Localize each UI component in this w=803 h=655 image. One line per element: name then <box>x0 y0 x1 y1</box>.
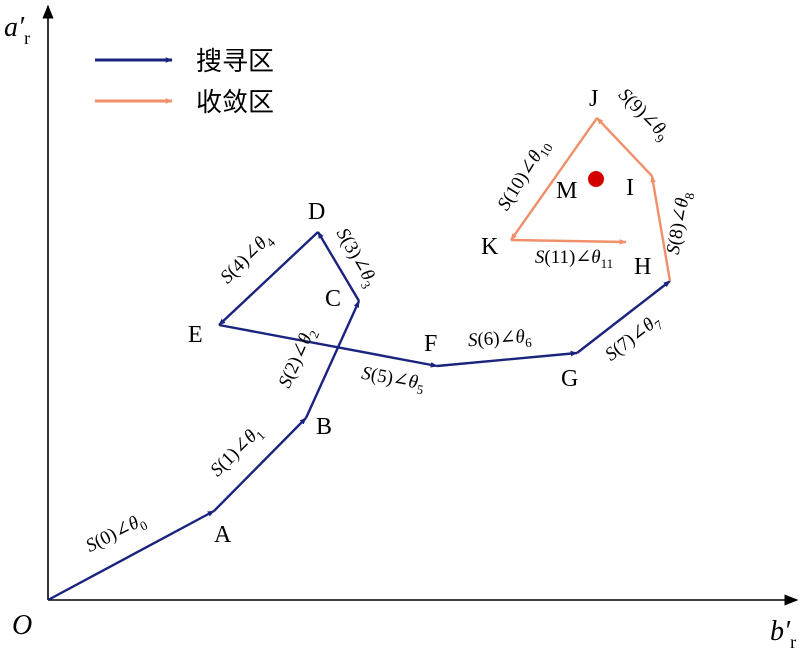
target-point-m <box>588 171 604 187</box>
segment-label-10: S(10)∠θ10 <box>493 136 555 216</box>
segment-label-4: S(4)∠θ4 <box>216 228 278 290</box>
point-label-a: A <box>214 522 232 548</box>
segment-label-6: S(6)∠θ6 <box>467 326 532 354</box>
legend-converge-label: 收敛区 <box>196 88 274 118</box>
point-label-h: H <box>634 254 651 280</box>
origin-label: O <box>12 610 32 641</box>
segment-label-8: S(8)∠θ8 <box>663 190 698 257</box>
point-label-d: D <box>308 199 325 225</box>
segment-label-7: S(7)∠θ7 <box>601 310 666 368</box>
segment-c-d <box>316 231 361 302</box>
point-label-m: M <box>556 178 577 204</box>
point-label-j: J <box>589 86 598 112</box>
y-axis-label: a′r <box>4 12 30 48</box>
segment-k-h <box>510 238 627 245</box>
point-label-i: I <box>626 175 634 201</box>
legend: 搜寻区 收敛区 <box>95 47 274 118</box>
segment-label-9: S(9)∠θ9 <box>612 84 674 146</box>
segment-e-f <box>218 323 438 368</box>
legend-search-label: 搜寻区 <box>196 47 274 77</box>
point-label-e: E <box>188 322 203 348</box>
path-segments <box>47 117 672 602</box>
segment-j-k <box>510 117 598 241</box>
segment-label-1: S(1)∠θ1 <box>206 421 268 483</box>
segment-g-h <box>576 280 671 354</box>
segment-h-i <box>650 175 672 282</box>
segment-i-j <box>596 117 653 177</box>
point-label-b: B <box>316 414 332 440</box>
point-label-k: K <box>481 234 499 260</box>
segment-label-3: S(3)∠θ3 <box>329 225 381 292</box>
segment-label-5: S(5)∠θ5 <box>359 363 426 398</box>
segment-o-a <box>47 509 215 602</box>
point-label-g: G <box>561 366 578 392</box>
point-label-c: C <box>325 286 341 312</box>
segment-label-2: S(2)∠θ2 <box>274 325 322 393</box>
point-label-f: F <box>424 331 437 357</box>
segment-f-g <box>436 350 578 368</box>
segment-d-e <box>218 231 319 326</box>
segment-a-b <box>213 417 307 512</box>
segment-b-c <box>304 300 361 419</box>
point-labels: A B C D E F G H I J K M <box>188 86 651 548</box>
segment-label-11: S(11)∠θ11 <box>535 247 613 271</box>
segment-labels: S(0)∠θ0S(1)∠θ1S(2)∠θ2S(3)∠θ3S(4)∠θ4S(5)∠… <box>82 84 698 557</box>
x-axis-label: b′r <box>770 616 796 652</box>
